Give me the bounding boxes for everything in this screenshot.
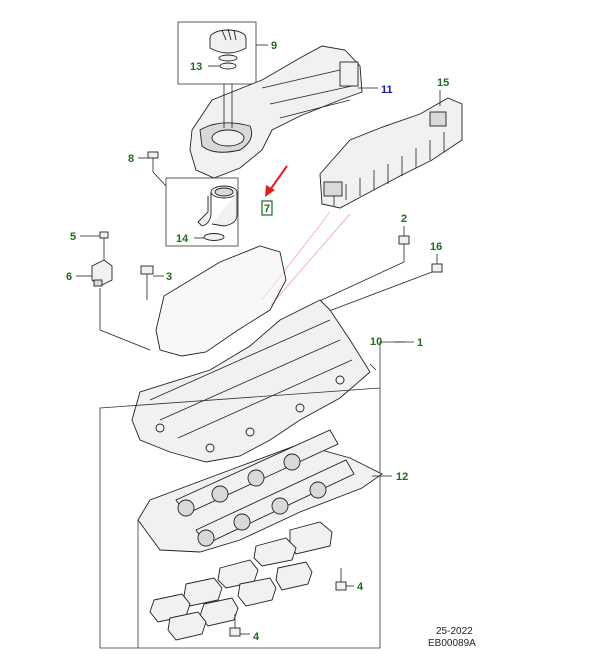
callout-4-lower[interactable]: 4 [253, 631, 260, 643]
callout-4-upper[interactable]: 4 [357, 581, 364, 593]
callout-5[interactable]: 5 [70, 231, 76, 243]
callout-16[interactable]: 16 [430, 241, 442, 253]
cover-frame [99, 341, 405, 649]
filler-cap-seal[interactable] [219, 62, 237, 70]
cap-bolt-upper[interactable] [335, 568, 347, 591]
oil-filler-cap[interactable] [209, 28, 247, 62]
guide-line-2 [269, 213, 351, 307]
highlight-arrow [265, 165, 288, 197]
screw-5[interactable] [99, 231, 109, 260]
callout-14[interactable]: 14 [176, 233, 189, 245]
sensor-6[interactable] [91, 259, 113, 287]
callout-15[interactable]: 15 [437, 77, 449, 89]
oil-filler-neck[interactable] [197, 185, 238, 227]
filler-cap-group [177, 21, 268, 85]
bolt-8[interactable] [147, 151, 159, 172]
connector-bracket-assembly[interactable] [319, 97, 463, 209]
filler-neck-seal[interactable] [203, 233, 225, 241]
callout-6[interactable]: 6 [66, 271, 72, 283]
callout-9[interactable]: 9 [271, 40, 277, 52]
callout-1[interactable]: 1 [417, 337, 423, 349]
callout-7[interactable]: 7 [264, 203, 270, 215]
filler-neck-frame [165, 177, 239, 247]
stud-16[interactable] [431, 254, 443, 273]
bolt-3[interactable] [140, 265, 154, 300]
footer-date-code: 25-2022 [436, 626, 473, 637]
camshaft-gasket[interactable] [137, 443, 383, 553]
cap-bolt-lower[interactable] [229, 614, 241, 637]
filler-cap-frame [177, 21, 257, 85]
callout-2[interactable]: 2 [401, 213, 407, 225]
callout-3[interactable]: 3 [166, 271, 172, 283]
camshafts[interactable] [175, 429, 355, 547]
callout-12[interactable]: 12 [396, 471, 408, 483]
callout-13[interactable]: 13 [190, 61, 202, 73]
bolt-2[interactable] [398, 235, 410, 262]
camshaft-cover[interactable] [131, 245, 371, 463]
callout-11[interactable]: 11 [381, 84, 393, 96]
callout-10[interactable]: 10 [370, 336, 382, 348]
engine-cover[interactable] [189, 45, 363, 179]
callout-8[interactable]: 8 [128, 153, 134, 165]
footer-diagram-id: EB00089A [428, 638, 476, 649]
filler-neck-group [165, 177, 239, 247]
selected-callout-box [261, 200, 273, 216]
bearing-caps[interactable] [149, 521, 333, 641]
